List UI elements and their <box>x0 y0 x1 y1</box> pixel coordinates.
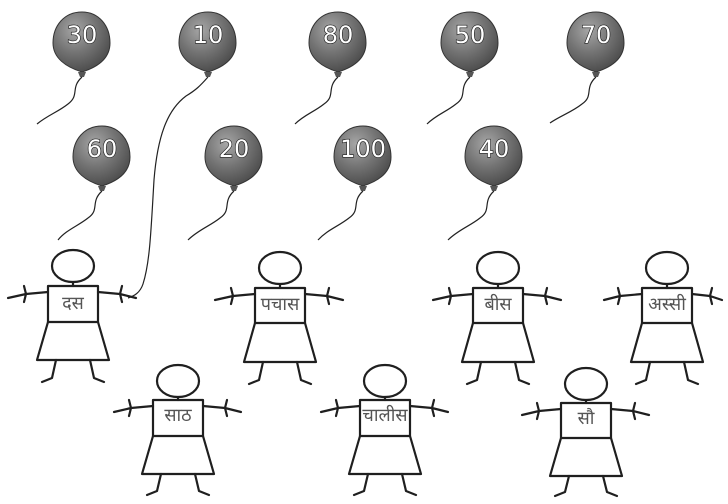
figure-sau[interactable]: सौ <box>522 368 649 496</box>
figure-pachas[interactable]: पचास <box>215 252 343 384</box>
balloon-50[interactable]: 50 <box>427 12 498 124</box>
balloon-number: 10 <box>193 21 224 49</box>
balloon-100[interactable]: 100 <box>318 126 391 240</box>
balloon-number: 20 <box>219 135 250 163</box>
balloon-number: 80 <box>323 21 354 49</box>
balloon-number: 100 <box>340 135 386 163</box>
balloon-80[interactable]: 80 <box>295 12 366 124</box>
balloon-number: 50 <box>455 21 486 49</box>
figure-label: बीस <box>484 293 512 315</box>
balloon-20[interactable]: 20 <box>188 126 262 240</box>
figure-saath[interactable]: साठ <box>114 365 241 495</box>
balloon-number: 30 <box>67 21 98 49</box>
balloon-40[interactable]: 40 <box>448 126 522 240</box>
figure-label: दस <box>62 293 85 314</box>
balloon-number: 40 <box>479 135 510 163</box>
figure-assi[interactable]: अस्सी <box>604 252 722 384</box>
figure-das[interactable]: दस <box>8 250 136 382</box>
figure-bees[interactable]: बीस <box>433 252 561 384</box>
figure-chalis[interactable]: चालीस <box>321 365 448 495</box>
balloon-number: 60 <box>87 135 118 163</box>
balloon-70[interactable]: 70 <box>550 12 624 123</box>
balloon-number: 70 <box>581 21 612 49</box>
figure-label: चालीस <box>362 404 408 426</box>
figure-label: अस्सी <box>648 293 686 315</box>
figure-label: सौ <box>578 407 595 429</box>
balloon-30[interactable]: 30 <box>37 12 110 124</box>
figure-label: पचास <box>261 294 300 315</box>
figure-label: साठ <box>164 405 192 426</box>
balloon-60[interactable]: 60 <box>58 126 130 240</box>
